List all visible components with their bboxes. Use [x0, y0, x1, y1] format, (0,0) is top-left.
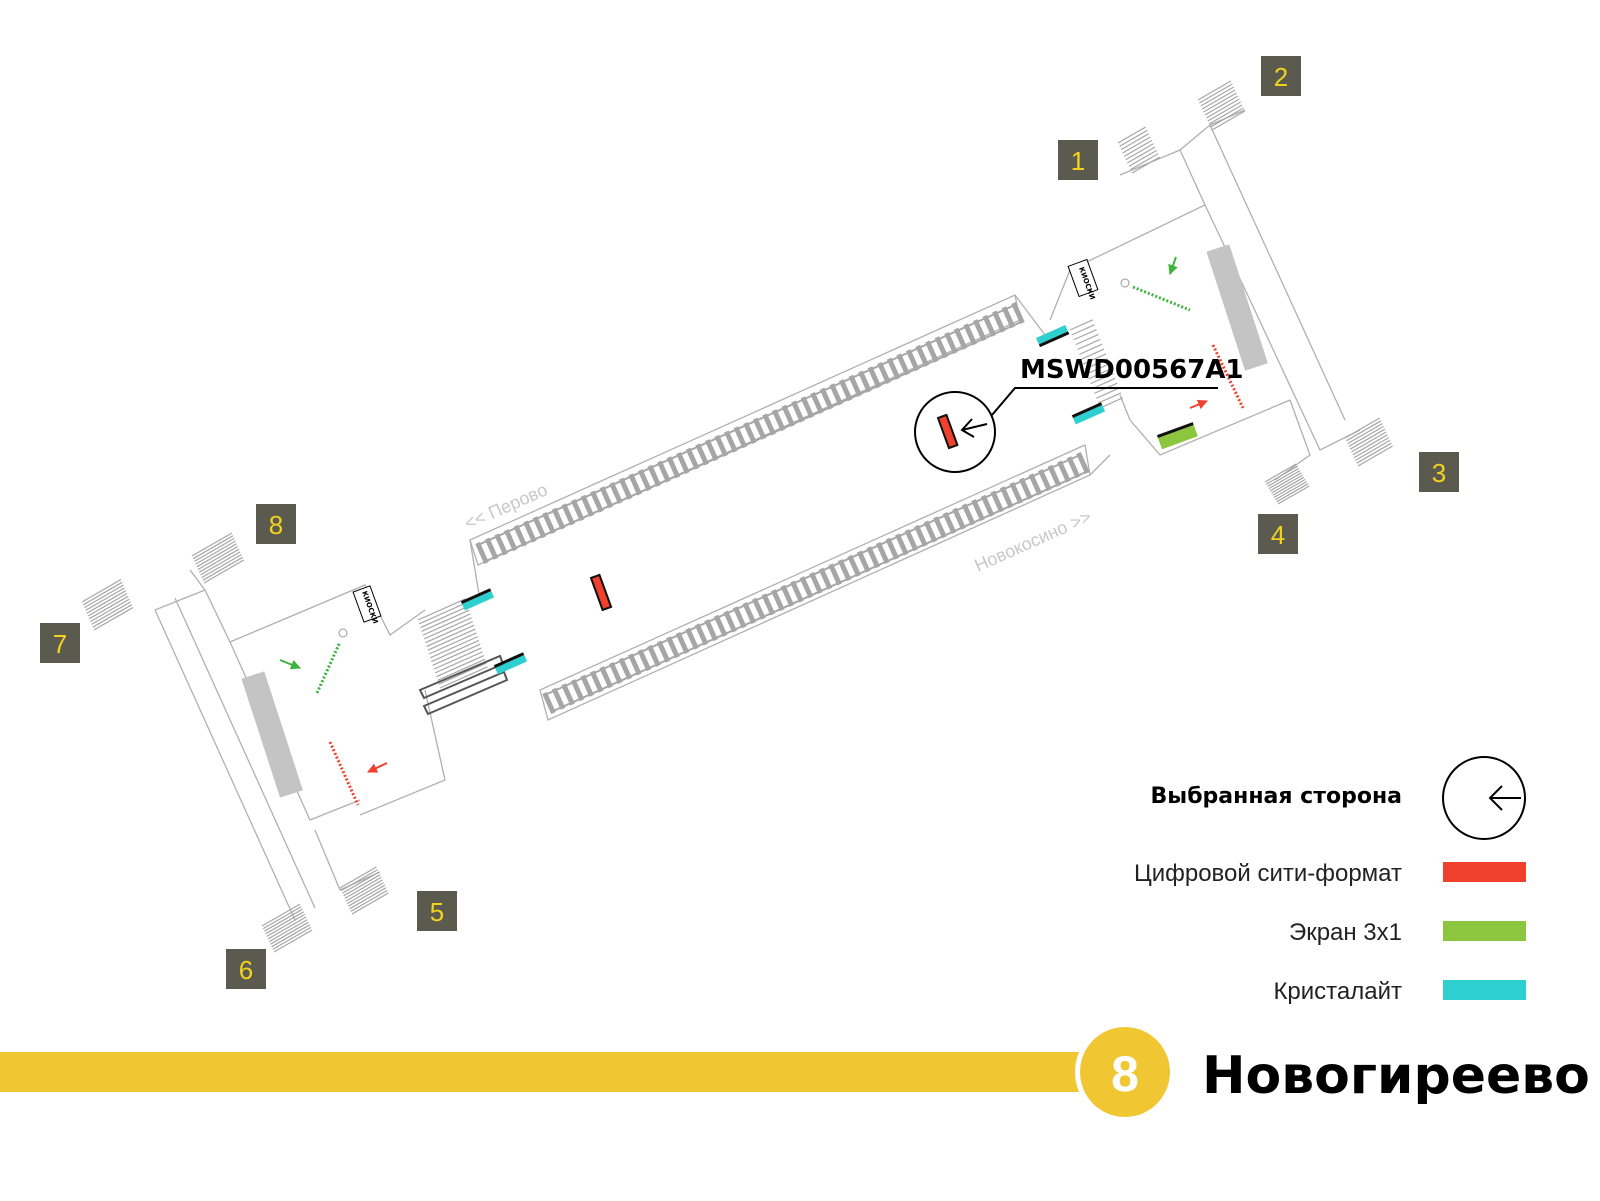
lower-track: [542, 451, 1090, 715]
legend-selected-side-label: Выбранная сторона: [1151, 784, 1402, 809]
kristalight-panel-3: [460, 588, 495, 611]
kiosk-east: КИОСКИ: [1067, 258, 1099, 301]
stairs-east-main: [1069, 319, 1124, 409]
upper-track: [475, 301, 1025, 565]
exit-badge-4: 4: [1258, 514, 1298, 554]
screen-3x1-panel: [1156, 422, 1198, 450]
city-format-panel-platform: [589, 573, 613, 612]
turnstile-post-east: [1120, 278, 1130, 288]
legend-item: Цифровой сити-формат: [1134, 860, 1526, 887]
selected-direction-arrow-icon: [960, 418, 988, 438]
exit-arrow-east: [1189, 399, 1208, 410]
exit-badge-2: 2: [1261, 56, 1301, 96]
exit-badge-7: 7: [40, 623, 80, 663]
exit-badge-8: 8: [256, 504, 296, 544]
exit-number: 8: [269, 510, 283, 540]
line-number: 8: [1111, 1046, 1139, 1102]
callout-leader-line: [991, 387, 1218, 416]
stairs-west-main: [417, 598, 488, 689]
turnstile-post-west: [338, 628, 348, 638]
legend-item: Кристалайт: [1273, 978, 1526, 1005]
selected-panel-callout: MSWD00567A1: [914, 355, 1244, 473]
turnstiles-entry-west: [315, 641, 342, 694]
turnstiles-entry-east: [1132, 285, 1191, 312]
legend-item-label: Экран 3х1: [1289, 919, 1402, 946]
legend: Выбранная сторона Цифровой сити-форматЭк…: [1134, 756, 1526, 1005]
legend-item-swatch: [1443, 921, 1526, 941]
exit-badge-6: 6: [226, 949, 266, 989]
legend-item-label: Кристалайт: [1273, 978, 1402, 1005]
entry-arrow-east: [1168, 256, 1178, 275]
exit-number: 6: [239, 955, 253, 985]
exit-number: 5: [430, 897, 444, 927]
stairs-exit-5: [339, 866, 389, 915]
stairs-exit-1: [1117, 126, 1161, 174]
exit-badge-1: 1: [1058, 140, 1098, 180]
kristalight-panel-1: [1036, 324, 1070, 348]
stairs-exit-8: [191, 532, 245, 584]
legend-item-swatch: [1443, 862, 1526, 882]
legend-arrow-icon: [1488, 785, 1521, 811]
kiosk-west: КИОСКИ: [352, 585, 382, 625]
line-number-badge: [1080, 1027, 1170, 1117]
legend-item-swatch: [1443, 980, 1526, 1000]
legend-item: Экран 3х1: [1289, 919, 1526, 946]
exit-number: 4: [1271, 520, 1285, 550]
turnstile-block-west: [241, 671, 303, 798]
turnstile-block-east: [1206, 244, 1268, 371]
station-name: Новогиреево: [1202, 1046, 1590, 1106]
stairs-exit-3: [1344, 417, 1393, 467]
selected-panel-code: MSWD00567A1: [1020, 355, 1244, 385]
stairs-exit-4: [1264, 463, 1310, 505]
line-bar: 8 Новогиреево: [0, 1022, 1590, 1122]
exit-number: 1: [1071, 146, 1085, 176]
legend-selected-side-circle: [1442, 756, 1526, 840]
exit-arrow-west: [367, 762, 388, 773]
exit-number: 3: [1432, 458, 1446, 488]
exit-badge-3: 3: [1419, 452, 1459, 492]
stairs-exit-6: [261, 903, 313, 953]
kristalight-panel-2: [1071, 402, 1106, 425]
exit-badge-5: 5: [417, 891, 457, 931]
selected-city-format-panel: [936, 413, 959, 450]
turnstiles-exit-west: [328, 741, 360, 806]
vestibule-west: [154, 569, 446, 921]
selected-side-circle: [914, 391, 996, 473]
kristalight-panel-4: [493, 652, 528, 675]
exit-number: 2: [1274, 62, 1288, 92]
legend-item-label: Цифровой сити-формат: [1134, 860, 1402, 887]
exit-number: 7: [53, 629, 67, 659]
stairs-exit-7: [81, 578, 134, 631]
entry-arrow-west: [279, 659, 301, 670]
stairs-exit-2: [1197, 80, 1246, 131]
